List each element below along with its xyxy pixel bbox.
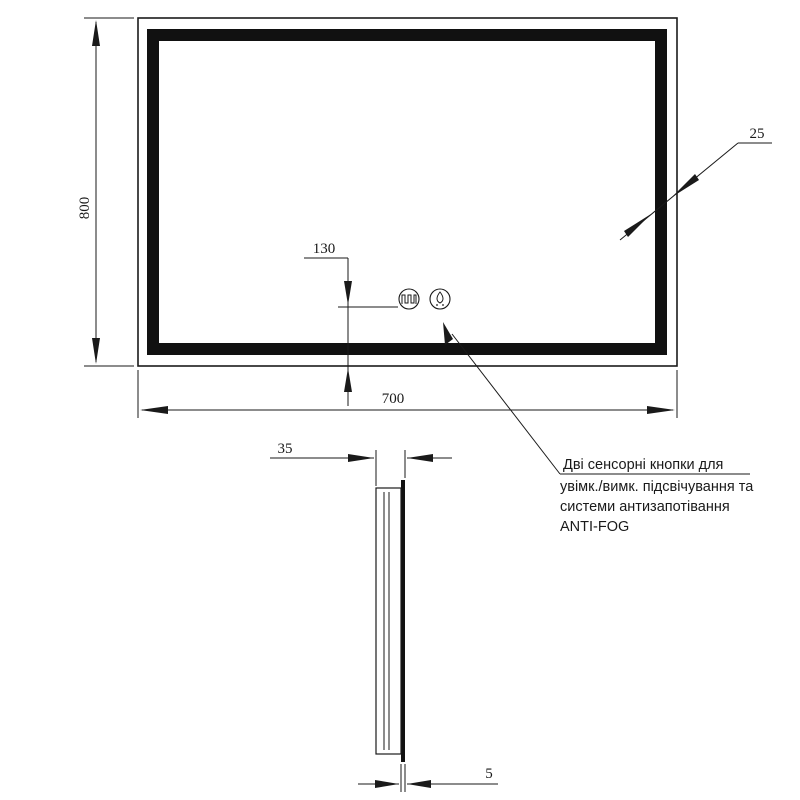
mirror-outer-frame	[137, 17, 678, 367]
frame-width-dimension: 25	[619, 126, 772, 241]
glass-thickness-label: 5	[485, 766, 493, 782]
note-line-3: системи антизапотівання	[560, 499, 730, 515]
front-view	[137, 17, 678, 367]
side-view	[375, 480, 405, 762]
frame-width-label: 25	[750, 126, 765, 142]
height-dimension: 800	[77, 17, 134, 367]
height-label: 800	[77, 197, 93, 220]
button-offset-label: 130	[313, 241, 336, 257]
defogger-heater-icon[interactable]	[398, 288, 420, 310]
note-line-4: ANTI-FOG	[560, 519, 629, 535]
width-label: 700	[382, 391, 405, 407]
light-touch-icon[interactable]	[429, 288, 451, 310]
glass-thickness-dimension: 5	[358, 764, 498, 792]
buttons-note: Дві сенсорні кнопки для увімк./вимк. під…	[560, 457, 754, 535]
depth-dimension: 35	[270, 441, 452, 486]
button-offset-dimension: 130	[304, 241, 398, 406]
side-glass	[401, 480, 405, 762]
depth-label: 35	[278, 441, 293, 457]
width-dimension: 700	[137, 370, 678, 418]
note-line-2: увімк./вимк. підсвічування та	[560, 479, 754, 495]
led-light-band	[147, 29, 667, 355]
buttons-leader	[443, 322, 750, 475]
note-line-1: Дві сенсорні кнопки для	[563, 457, 723, 473]
side-frame-body	[375, 487, 402, 755]
